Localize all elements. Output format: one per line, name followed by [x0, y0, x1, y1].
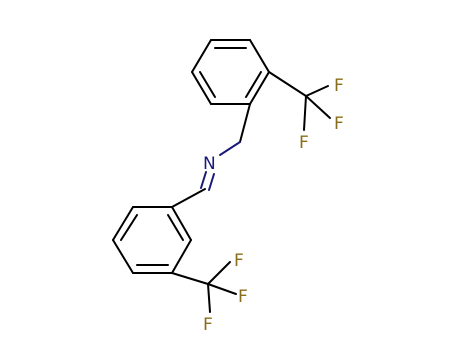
- upper-cf3-group: [268, 71, 331, 131]
- benzyl-linker: [219, 103, 251, 156]
- nitrogen-atom-label: N: [203, 154, 216, 174]
- fluorine-atom-label: F: [299, 133, 309, 153]
- fluorine-atom-label: F: [334, 114, 344, 134]
- fluorine-atom-label: F: [334, 76, 344, 96]
- imine-bond: [171, 171, 215, 208]
- lower-cf3-group: [171, 261, 237, 313]
- upper-benzene-ring: [191, 39, 270, 105]
- fluorine-atom-label: F: [203, 315, 213, 335]
- fluorine-atom-label: F: [234, 251, 244, 271]
- lower-benzene-ring: [112, 206, 192, 274]
- fluorine-atom-label: F: [238, 287, 248, 307]
